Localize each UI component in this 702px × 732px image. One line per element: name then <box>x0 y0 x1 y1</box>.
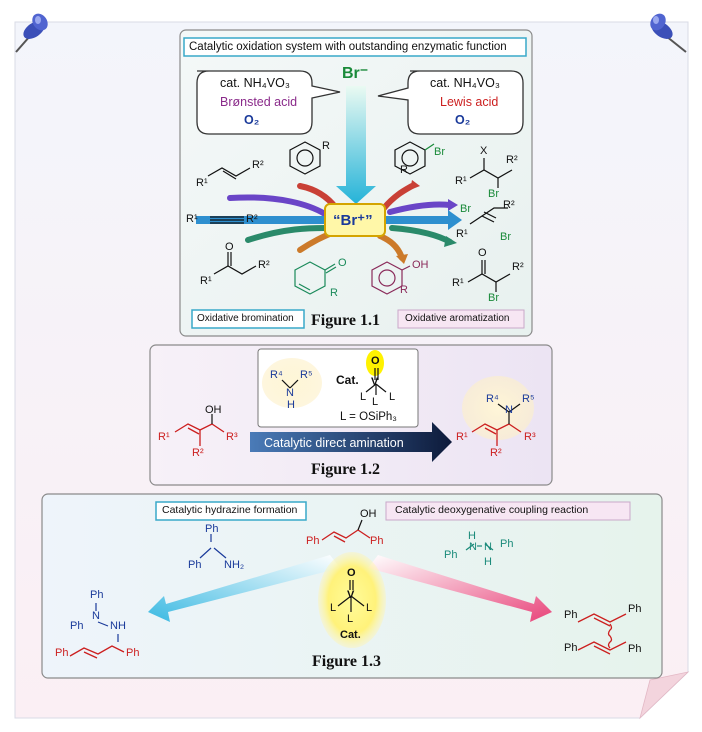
panel3-right-tag: Catalytic deoxygenative coupling reactio… <box>395 504 589 516</box>
amination-arrow-label: Catalytic direct amination <box>264 436 404 450</box>
dibromo-r2: R² <box>506 154 518 166</box>
phenylhydrazine-ph1: Ph <box>205 523 219 535</box>
right-box-oxygen: O₂ <box>455 113 471 127</box>
right-product-ph4: Ph <box>628 643 642 655</box>
hydrazo-h1: H <box>468 530 476 542</box>
arene-r: R <box>322 140 330 152</box>
substrate-r2: R² <box>192 447 204 459</box>
hydrazo-h2: H <box>484 556 492 568</box>
left-product-nh: NH <box>110 620 126 632</box>
alcohol-ph1: Ph <box>306 535 320 547</box>
dibromo-r1: R¹ <box>455 175 467 187</box>
vinyl-br2: Br <box>500 231 511 243</box>
left-box-oxygen: O₂ <box>244 113 260 127</box>
amine-n: N <box>286 387 294 399</box>
abk-r1: R¹ <box>452 277 464 289</box>
right-product-ph1: Ph <box>564 609 578 621</box>
ketone-o: O <box>225 241 234 253</box>
panel3-cat-l1: L <box>330 602 337 614</box>
alkene-r1: R¹ <box>196 177 208 189</box>
figure-1-3-caption: Figure 1.3 <box>312 653 382 670</box>
hydrazo-n2: N <box>484 541 492 553</box>
panel2-cat-v: V <box>371 376 379 388</box>
panel3-cat-label: Cat. <box>340 629 361 641</box>
left-box-acid: Brønsted acid <box>220 95 298 109</box>
hydrazo-ph2: Ph <box>500 538 514 550</box>
right-product-ph3: Ph <box>564 642 578 654</box>
panel2-cat-o: O <box>371 355 380 367</box>
left-product-n: N <box>92 610 100 622</box>
bromide-ion: Br⁻ <box>342 65 369 82</box>
right-box-catalyst: cat. NH₄VO₃ <box>430 76 500 90</box>
cyclo-o: O <box>338 257 347 269</box>
panel2-ligand-def: L = OSiPh₃ <box>340 411 397 423</box>
product-r5: R⁵ <box>522 393 535 405</box>
product-r4: R⁴ <box>486 393 499 405</box>
pushpin-right-icon <box>650 13 687 53</box>
panel2-cat-l2: L <box>389 391 396 403</box>
bromonium-center: “Br⁺” <box>333 212 373 229</box>
dibromo-br: Br <box>488 188 499 200</box>
alcohol-ph2: Ph <box>370 535 384 547</box>
ketone-r2: R² <box>258 259 270 271</box>
panel3-cat-o: O <box>347 567 356 579</box>
alkyne-r2: R² <box>246 213 258 225</box>
hydrazo-n1: N <box>469 541 477 553</box>
ketone-r1: R¹ <box>200 275 212 287</box>
panel1-header: Catalytic oxidation system with outstand… <box>189 41 507 53</box>
vinyl-r2: R² <box>503 199 515 211</box>
panel3-cat-l3: L <box>347 613 354 625</box>
phenylhydrazine-nh2: NH₂ <box>224 559 245 571</box>
left-product-ph2: Ph <box>70 620 84 632</box>
amine-r4: R⁴ <box>270 369 283 381</box>
substrate-r1: R¹ <box>158 431 170 443</box>
amine-h: H <box>287 399 295 411</box>
abk-o: O <box>478 247 487 259</box>
panel3-left-tag: Catalytic hydrazine formation <box>162 504 298 516</box>
alcohol-oh: OH <box>360 508 377 520</box>
pushpin-left-icon <box>15 13 48 53</box>
substrate-oh: OH <box>205 404 222 416</box>
phenol-r: R <box>400 284 408 296</box>
cyclo-r: R <box>330 287 338 299</box>
abk-br: Br <box>488 292 499 304</box>
phenylhydrazine-ph2: Ph <box>188 559 202 571</box>
vinyl-r1: R¹ <box>456 228 468 240</box>
figure-1-1-caption: Figure 1.1 <box>311 312 381 329</box>
hydrazo-ph1: Ph <box>444 549 458 561</box>
product-r2: R² <box>490 447 502 459</box>
vinyl-br1: Br <box>460 203 471 215</box>
figure-1-2-caption: Figure 1.2 <box>311 461 381 478</box>
product-r3: R³ <box>524 431 536 443</box>
right-product-ph2: Ph <box>628 603 642 615</box>
panel3-cat-l2: L <box>366 602 373 614</box>
right-box-acid: Lewis acid <box>440 95 499 109</box>
left-box-catalyst: cat. NH₄VO₃ <box>220 76 290 90</box>
product-r1: R¹ <box>456 431 468 443</box>
panel2-cat-l1: L <box>360 391 367 403</box>
product-n: N <box>505 404 513 416</box>
panel3-cat-v: V <box>347 589 355 601</box>
substrate-r3: R³ <box>226 431 238 443</box>
alkene-r2: R² <box>252 159 264 171</box>
left-product-ph4: Ph <box>126 647 140 659</box>
left-product-ph1: Ph <box>90 589 104 601</box>
panel1-right-tag: Oxidative aromatization <box>405 313 510 324</box>
alkyne-r1: R¹ <box>186 213 198 225</box>
dibromo-x: X <box>480 145 488 157</box>
abk-r2: R² <box>512 261 524 273</box>
amine-r5: R⁵ <box>300 369 313 381</box>
panel1-left-tag: Oxidative bromination <box>197 313 294 324</box>
panel2-cat-l3: L <box>372 396 379 408</box>
arbr-r: R <box>400 164 408 176</box>
phenol-oh: OH <box>412 259 429 271</box>
left-product-ph3: Ph <box>55 647 69 659</box>
panel2-cat-label: Cat. <box>336 373 359 387</box>
arbr-br: Br <box>434 146 445 158</box>
